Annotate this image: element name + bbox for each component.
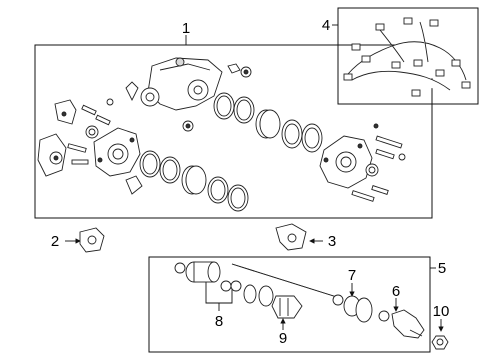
sensor-lower xyxy=(125,175,143,195)
driveshaft-snap-ring xyxy=(174,262,186,274)
bearing-upper xyxy=(255,109,281,139)
differential-carrier-housing xyxy=(140,57,223,111)
callout-1: 1 xyxy=(182,20,190,37)
mount-bracket-left xyxy=(37,133,67,177)
callout-3: 3 xyxy=(328,233,336,250)
outer-boot-7 xyxy=(343,295,373,323)
callout-4: 4 xyxy=(322,17,330,34)
callout-6: 6 xyxy=(392,283,400,300)
inner-cv-joint xyxy=(185,261,221,283)
mount-bracket-3 xyxy=(275,223,307,251)
wire-harness xyxy=(343,17,471,97)
shim-rings-mid xyxy=(281,119,323,153)
oil-seal-right xyxy=(365,163,379,177)
shaft-ring xyxy=(332,294,344,306)
shim-rings-lower xyxy=(139,150,181,184)
drain-plug xyxy=(182,120,194,132)
cv-boot-9 xyxy=(271,295,303,319)
breather-fitting xyxy=(227,63,252,78)
wire-harness-frame xyxy=(337,7,479,105)
mount-bracket-2 xyxy=(79,227,105,253)
spacer-rings xyxy=(243,284,274,307)
oil-seal-left xyxy=(85,125,99,139)
outer-cv-joint-6 xyxy=(391,309,425,339)
bolts-left-group xyxy=(67,98,114,165)
bearing-lower xyxy=(181,165,207,195)
bolts-right-group xyxy=(351,123,406,202)
driveshaft-frame xyxy=(148,256,431,353)
differential-assembly-frame xyxy=(34,44,433,219)
bracket-left xyxy=(54,99,77,125)
callout-5: 5 xyxy=(438,260,446,277)
axle-shaft xyxy=(231,263,341,299)
side-cover-right xyxy=(319,135,373,189)
shim-rings-lower-right xyxy=(207,176,249,212)
side-cover-left xyxy=(93,127,141,177)
callout-2: 2 xyxy=(51,233,59,250)
shim-rings-upper xyxy=(213,92,255,124)
callout-7: 7 xyxy=(348,267,356,284)
retainer-ring xyxy=(378,310,390,322)
callout-9: 9 xyxy=(279,330,287,347)
axle-nut-10 xyxy=(431,335,449,350)
callout-10: 10 xyxy=(433,303,450,320)
callout-8: 8 xyxy=(215,313,223,330)
boot-clamps-8 xyxy=(220,280,242,292)
sensor xyxy=(125,81,139,102)
